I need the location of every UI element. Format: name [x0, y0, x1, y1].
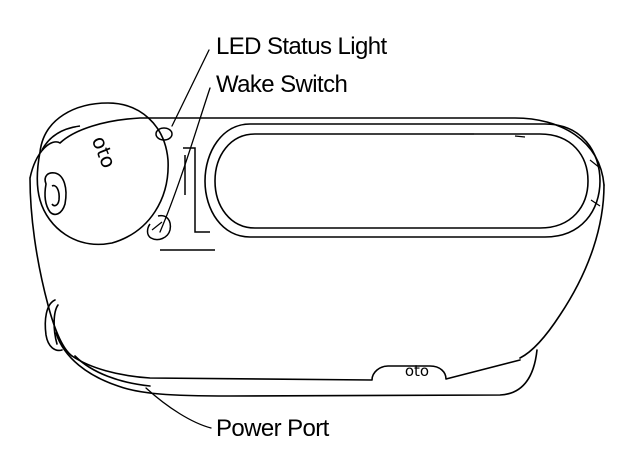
device-left-side: [29, 177, 73, 357]
device-top-rim: [59, 117, 605, 186]
tray-highlight-2: [514, 135, 526, 138]
tray-inner: [214, 133, 589, 229]
recess-outline: [183, 147, 210, 233]
device-bottom-front: [71, 355, 521, 381]
wake-switch-ridge: [151, 221, 163, 231]
dome-outline: [36, 102, 169, 246]
callout-wake-switch: Wake Switch: [216, 71, 348, 98]
device-base-curve: [74, 355, 151, 387]
device-base-shell: [55, 332, 538, 397]
dome-module: [29, 102, 169, 246]
leader-line-wake: [159, 87, 211, 233]
dome-opening: [44, 172, 67, 216]
side-button: [44, 299, 63, 352]
center-recess: [160, 147, 215, 251]
tray-outer: [204, 123, 601, 238]
dome-logo-text: oto: [87, 133, 121, 172]
dome-opening-inner: [51, 184, 60, 207]
dome-logo: oto: [87, 133, 121, 172]
device-body: [29, 117, 605, 397]
callout-led-status-light: LED Status Light: [216, 33, 387, 60]
dome-rim-top: [41, 125, 81, 151]
wake-switch-body: [146, 214, 172, 241]
front-logo: oto: [405, 362, 429, 380]
leader-line-led: [171, 49, 210, 127]
side-button-inner: [53, 304, 59, 345]
top-tray: [204, 123, 601, 238]
callout-power-port: Power Port: [216, 415, 329, 442]
dome-base-curve: [29, 141, 61, 179]
front-logo-text: oto: [405, 362, 429, 380]
tray-right-notch: [589, 159, 601, 207]
device-right-side: [519, 184, 605, 359]
wake-switch: [146, 214, 172, 241]
